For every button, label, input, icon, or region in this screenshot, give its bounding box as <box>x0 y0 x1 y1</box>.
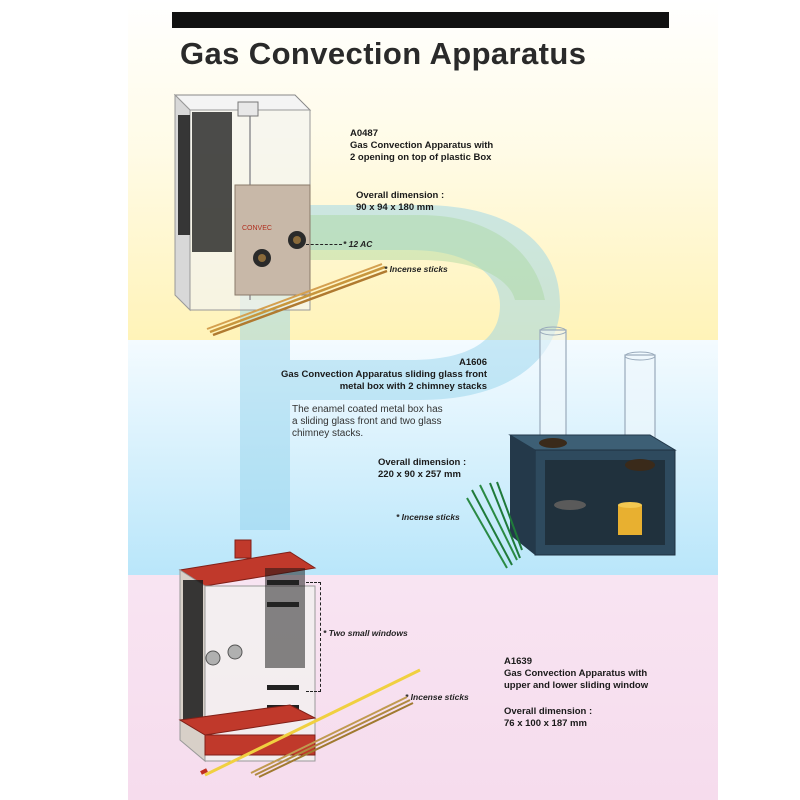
incense-sticks-a1639 <box>200 668 421 778</box>
callout-leader <box>306 244 342 245</box>
product-code: A0487 <box>350 128 378 139</box>
description-line: chimney stacks. <box>292 428 364 439</box>
dimension-label: Overall dimension : <box>378 457 467 468</box>
callout-incense-sticks: * Incense sticks <box>384 264 448 274</box>
product-image-a0487: CONVEC <box>173 93 312 312</box>
product-name-line: upper and lower sliding window <box>504 680 649 691</box>
dimension-value: 220 x 90 x 257 mm <box>378 469 461 480</box>
product-image-a1606 <box>508 326 677 556</box>
product-name-line: Gas Convection Apparatus with <box>504 668 648 679</box>
incense-sticks-a0487 <box>206 263 388 337</box>
dimension-label: Overall dimension : <box>504 706 593 717</box>
callout-12ac: * 12 AC <box>343 239 373 249</box>
callout-incense-sticks: * Incense sticks <box>396 512 460 522</box>
product-name-line: Gas Convection Apparatus with <box>350 140 494 151</box>
product-code: A1639 <box>504 656 532 667</box>
product-info-a1639: A1639 Gas Convection Apparatus with uppe… <box>504 656 648 692</box>
incense-sticks-a1606 <box>466 481 523 569</box>
product-name-line: metal box with 2 chimney stacks <box>339 381 487 392</box>
callout-bracket <box>306 582 321 692</box>
product-description-a1606: The enamel coated metal box has a slidin… <box>292 404 443 440</box>
dimension-a1606: Overall dimension : 220 x 90 x 257 mm <box>378 457 466 481</box>
product-info-a0487: A0487 Gas Convection Apparatus with 2 op… <box>350 128 493 164</box>
dimension-a1639: Overall dimension : 76 x 100 x 187 mm <box>504 706 592 730</box>
dimension-a0487: Overall dimension : 90 x 94 x 180 mm <box>356 190 444 214</box>
product-info-a1606: A1606 Gas Convection Apparatus sliding g… <box>190 357 487 393</box>
page-title: Gas Convection Apparatus <box>180 36 587 71</box>
description-line: The enamel coated metal box has <box>292 404 443 415</box>
product-code: A1606 <box>459 357 487 368</box>
dimension-value: 90 x 94 x 180 mm <box>356 202 434 213</box>
product-name-line: Gas Convection Apparatus sliding glass f… <box>280 369 487 380</box>
svg-text:CONVEC: CONVEC <box>242 225 272 232</box>
description-line: a sliding glass front and two glass <box>292 416 442 427</box>
header-bar <box>172 12 669 28</box>
dimension-value: 76 x 100 x 187 mm <box>504 718 587 729</box>
dimension-label: Overall dimension : <box>356 190 445 201</box>
callout-two-small-windows: * Two small windows <box>323 628 408 638</box>
callout-incense-sticks: * Incense sticks <box>405 692 469 702</box>
product-name-line: 2 opening on top of plastic Box <box>350 152 492 163</box>
